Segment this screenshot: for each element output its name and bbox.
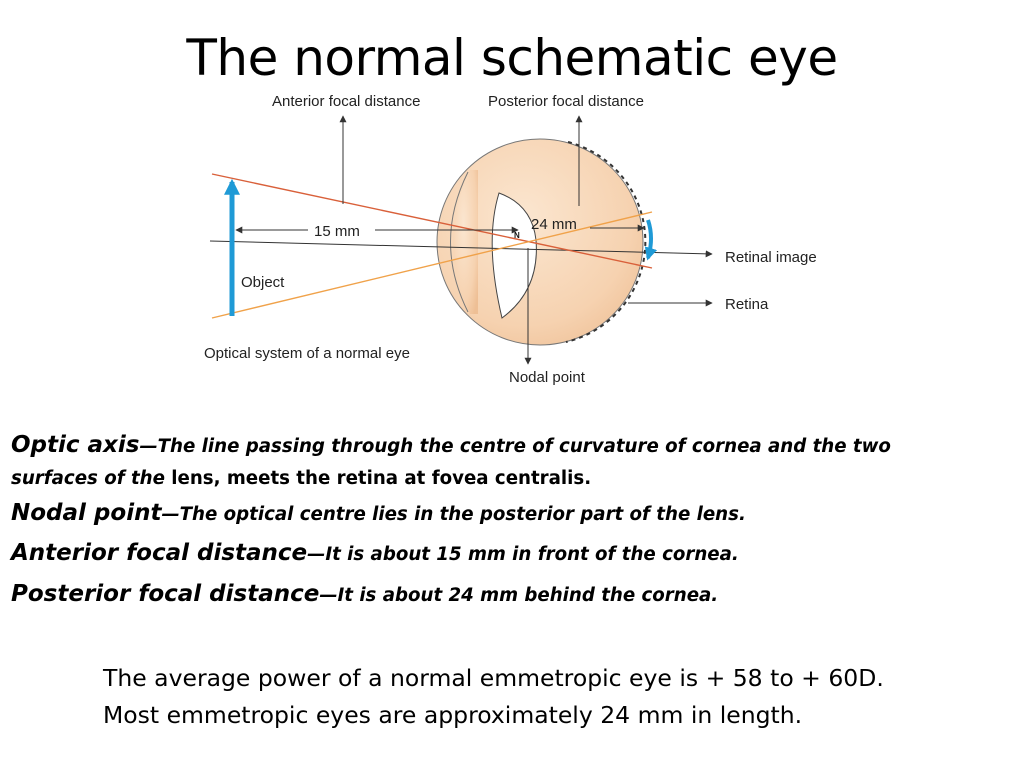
ray-orange xyxy=(211,211,653,319)
label-nodal-marker: N xyxy=(514,231,520,240)
term-anterior-focal-distance: Anterior focal distance xyxy=(11,540,308,566)
definitions-block: Optic axis—The line passing through the … xyxy=(11,428,1016,616)
desc-optic-axis-2: surfaces of the xyxy=(11,468,165,489)
label-nodal-point: Nodal point xyxy=(509,369,586,386)
label-posterior-focal-distance: Posterior focal distance xyxy=(488,93,644,110)
desc-optic-axis: —The line passing through the centre of … xyxy=(139,436,891,457)
schematic-eye-diagram: Anterior focal distance Posterior focal … xyxy=(204,93,817,386)
label-24mm: 24 mm xyxy=(531,216,577,233)
summary-line-length: Most emmetropic eyes are approximately 2… xyxy=(103,701,803,729)
definition-anterior-focal-distance: Anterior focal distance—It is about 15 m… xyxy=(11,534,1016,574)
label-15mm: 15 mm xyxy=(314,223,360,240)
desc-anterior-focal-distance: —It is about 15 mm in front of the corne… xyxy=(307,544,739,565)
retina-dashed-arc xyxy=(565,141,647,343)
lens xyxy=(491,192,537,319)
term-posterior-focal-distance: Posterior focal distance xyxy=(11,581,320,607)
eyeball xyxy=(436,138,644,346)
term-nodal-point: Nodal point xyxy=(11,500,162,526)
summary-line-power: The average power of a normal emmetropic… xyxy=(103,664,884,692)
label-anterior-focal-distance: Anterior focal distance xyxy=(272,93,420,110)
definition-nodal-point: Nodal point—The optical centre lies in t… xyxy=(11,494,1016,534)
optic-axis-line xyxy=(209,240,713,258)
definition-posterior-focal-distance: Posterior focal distance—It is about 24 … xyxy=(11,574,1016,616)
label-optical-system: Optical system of a normal eye xyxy=(204,345,410,362)
definition-optic-axis: Optic axis—The line passing through the … xyxy=(11,428,1016,464)
definition-optic-axis-continued: surfaces of the lens, meets the retina a… xyxy=(11,464,1016,494)
label-retina: Retina xyxy=(725,296,769,313)
desc-optic-axis-plain: lens, meets the retina at fovea centrali… xyxy=(164,468,592,489)
label-retinal-image: Retinal image xyxy=(725,249,817,266)
desc-nodal-point: —The optical centre lies in the posterio… xyxy=(161,504,746,525)
desc-posterior-focal-distance: —It is about 24 mm behind the cornea. xyxy=(319,585,719,606)
term-optic-axis: Optic axis xyxy=(11,432,140,458)
slide-title: The normal schematic eye xyxy=(186,29,838,87)
retinal-image-arrow xyxy=(644,219,658,261)
ray-red xyxy=(211,173,653,269)
summary-block: The average power of a normal emmetropic… xyxy=(103,660,1013,734)
label-object: Object xyxy=(241,274,285,291)
